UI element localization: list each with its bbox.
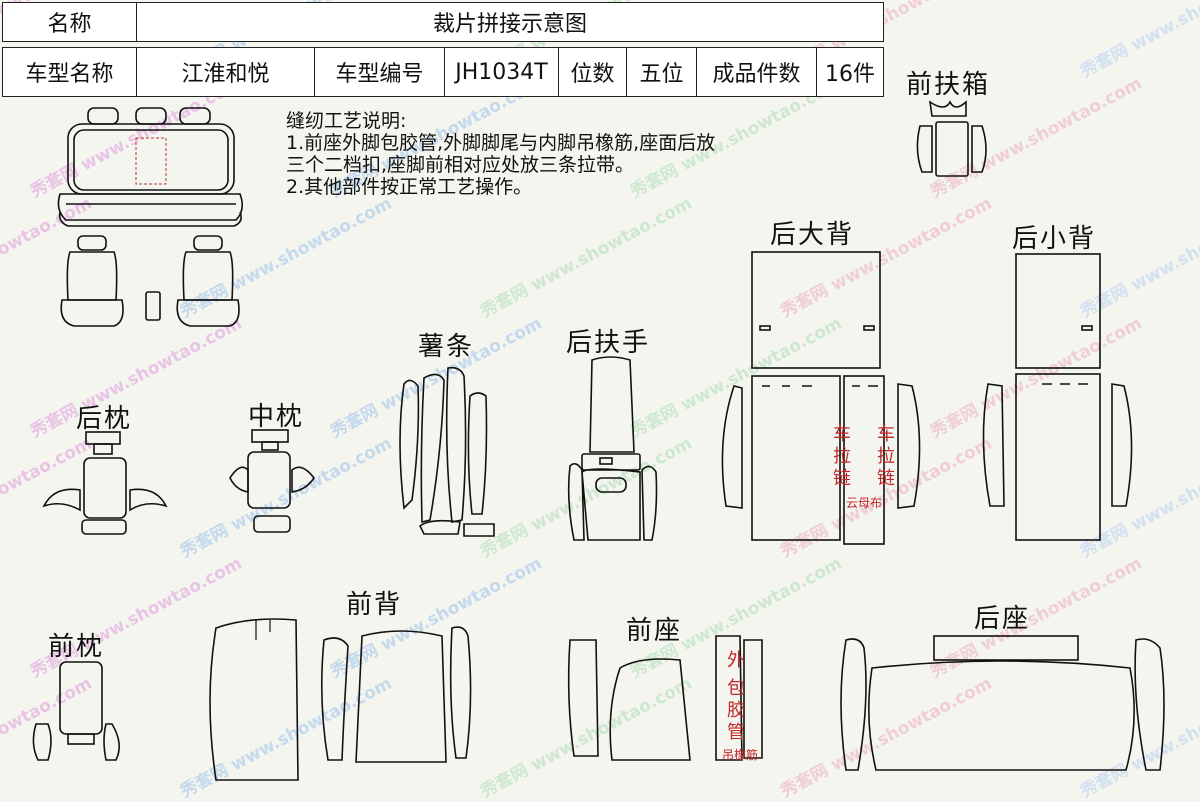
label-middle-pillow: 中枕 bbox=[248, 402, 305, 432]
zipper-right-char-3: 链 bbox=[877, 468, 895, 489]
zipper-label-right: 车 拉 链 bbox=[876, 424, 896, 490]
sewing-notes: 缝纫工艺说明: 1.前座外脚包胶管,外脚脚尾与内脚吊橡筋,座面后放 三个二档扣,… bbox=[286, 110, 715, 198]
label-rear-small-back: 后小背 bbox=[1012, 224, 1097, 254]
zipper-left-char-1: 车 bbox=[833, 424, 851, 445]
outer-tube-char-4: 管 bbox=[727, 722, 745, 743]
name-label: 名称 bbox=[3, 3, 137, 41]
zipper-label-left: 车 拉 链 bbox=[832, 424, 852, 490]
part-rear-big-back bbox=[721, 251, 921, 545]
part-front-pillow bbox=[32, 661, 120, 761]
label-rear-armrest: 后扶手 bbox=[566, 328, 651, 358]
outer-tube-char-3: 胶 bbox=[727, 700, 745, 721]
outer-tube-char-1: 外 bbox=[727, 650, 745, 671]
notes-line-3: 2.其他部件按正常工艺操作。 bbox=[286, 176, 533, 198]
code-label: 车型编号 bbox=[315, 48, 445, 96]
outer-tube-label: 外 包 胶 管 bbox=[726, 650, 746, 744]
notes-line-1: 1.前座外脚包胶管,外脚脚尾与内脚吊橡筋,座面后放 bbox=[286, 132, 716, 154]
diagram-title: 裁片拼接示意图 bbox=[432, 12, 587, 37]
zipper-right-char-1: 车 bbox=[877, 424, 895, 445]
part-front-armrest-box bbox=[916, 100, 987, 177]
elastic-label: 吊橡筋 bbox=[722, 748, 759, 762]
part-front-seat bbox=[567, 635, 763, 761]
seat-value: 五位 bbox=[627, 48, 697, 96]
zipper-left-char-3: 链 bbox=[833, 468, 851, 489]
pieces-label: 成品件数 bbox=[697, 48, 817, 96]
label-strip: 薯条 bbox=[418, 332, 475, 362]
zipper-note: 云母布 bbox=[846, 496, 883, 510]
model-label: 车型名称 bbox=[3, 48, 137, 96]
label-front-armrest-box: 前扶箱 bbox=[906, 70, 991, 100]
label-front-pillow: 前枕 bbox=[48, 632, 105, 662]
code-value: JH1034T bbox=[445, 48, 559, 96]
part-middle-pillow bbox=[229, 429, 315, 533]
seat-overview-illustration bbox=[57, 107, 244, 327]
part-rear-armrest bbox=[567, 356, 658, 541]
part-rear-pillow bbox=[42, 431, 168, 535]
label-rear-pillow: 后枕 bbox=[76, 404, 133, 434]
pieces-value: 16件 bbox=[825, 62, 875, 87]
part-front-back bbox=[209, 618, 472, 781]
header-row-1: 名称 裁片拼接示意图 bbox=[2, 2, 884, 42]
outer-tube-char-2: 包 bbox=[727, 678, 745, 699]
label-rear-big-back: 后大背 bbox=[770, 220, 855, 250]
notes-title: 缝纫工艺说明: bbox=[286, 110, 407, 132]
label-front-seat: 前座 bbox=[626, 616, 683, 646]
part-strip bbox=[399, 366, 495, 537]
label-front-back: 前背 bbox=[346, 590, 403, 620]
label-rear-seat: 后座 bbox=[974, 604, 1031, 634]
part-rear-seat bbox=[840, 635, 1165, 771]
part-rear-small-back bbox=[982, 253, 1133, 541]
header-row-2: 车型名称 江淮和悦 车型编号 JH1034T 位数 五位 成品件数 16件 bbox=[2, 47, 884, 97]
model-value: 江淮和悦 bbox=[137, 48, 315, 96]
zipper-left-char-2: 拉 bbox=[833, 446, 851, 467]
seat-label: 位数 bbox=[559, 48, 627, 96]
notes-line-2: 三个二档扣,座脚前相对应处放三条拉带。 bbox=[286, 154, 635, 176]
zipper-right-char-2: 拉 bbox=[877, 446, 895, 467]
